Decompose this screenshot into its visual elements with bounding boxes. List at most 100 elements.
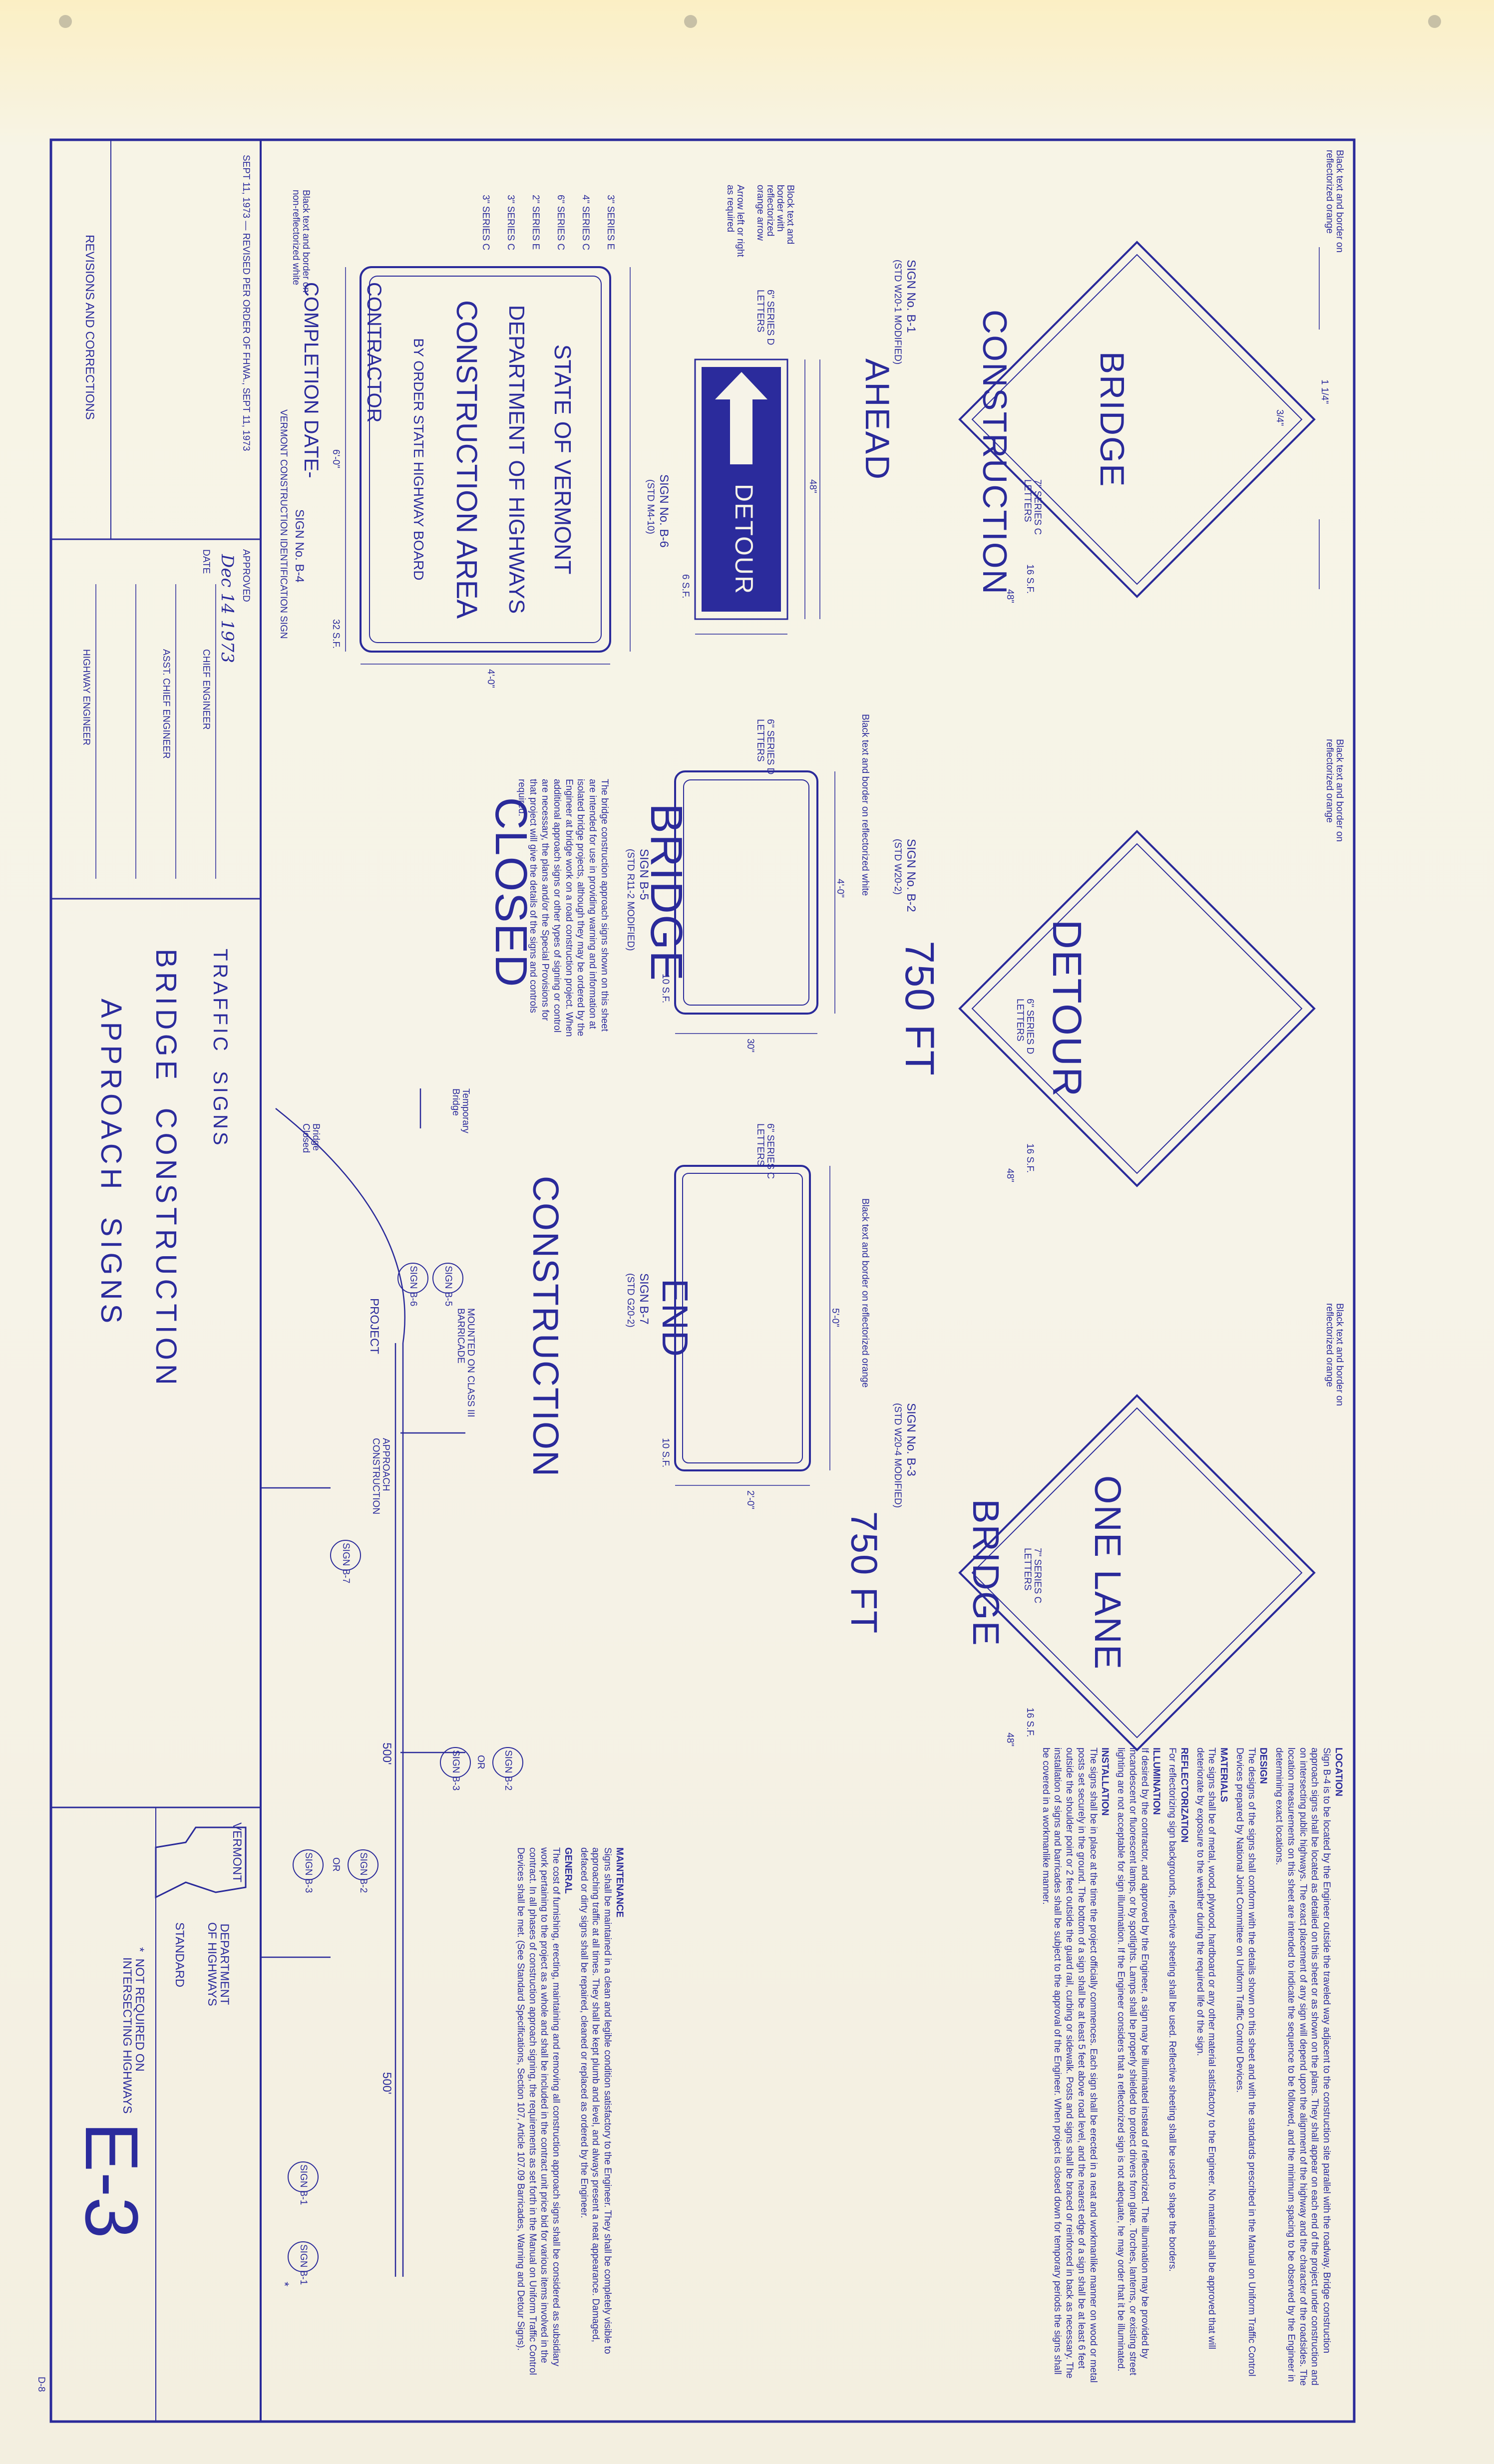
dim-label: 32 S.F.: [331, 619, 341, 649]
sign-line: ONE LANE: [1087, 1475, 1129, 1671]
dim-label: 6 S.F.: [680, 574, 691, 599]
sign-b7-outline: [674, 1165, 811, 1471]
spec-heading: MATERIALS: [1218, 1748, 1229, 1802]
sign-b2-diamond: [958, 830, 1316, 1187]
project-label: PROJECT: [368, 1298, 381, 1355]
diagram-circles: [288, 1263, 523, 2272]
sign-b7-series: 6" SERIES C LETTERS: [755, 1123, 775, 1179]
spec-heading: DESIGN: [1258, 1748, 1269, 1784]
sign-b4-outline: [360, 266, 611, 653]
dim-label: 3/4": [1274, 409, 1285, 426]
sign-line: CONSTRUCTION AREA: [450, 300, 483, 619]
dim-label: 16 S.F.: [1025, 564, 1035, 594]
dim-label: 4'-0": [835, 879, 845, 898]
title-traffic-signs: TRAFFIC SIGNS: [209, 949, 231, 1148]
spec-heading: INSTALLATION: [1100, 1748, 1111, 1816]
sign-b5-caption: SIGN B-5: [637, 849, 651, 900]
spec-text-block-2: MAINTENANCE Signs shall be maintained in…: [514, 1847, 625, 2377]
sheet-number: E-3: [70, 2122, 154, 2239]
sign-b4-caption: SIGN No. B-4: [293, 509, 306, 583]
bridge-closed-label: Bridge Closed: [301, 1123, 321, 1153]
dim-label: 10 S.F.: [660, 974, 671, 1004]
sign-b5-note: Black text and border on reflectorized w…: [860, 714, 870, 896]
spec-heading: REFLECTORIZATION: [1179, 1748, 1189, 1843]
sign-circle-label: SIGN B-5: [443, 1266, 453, 1307]
sign-b1-std: (STD W20-1 MODIFIED): [892, 260, 903, 365]
sign-line: BRIDGE: [965, 1499, 1007, 1647]
series-label: 4" SERIES C: [580, 195, 591, 251]
distance-label: 500': [380, 1743, 393, 1765]
sign-b3-diamond: [958, 1394, 1316, 1752]
spec-body: Signs shall be maintained in a clean and…: [578, 1847, 613, 2354]
dim-label: 16 S.F.: [1025, 1708, 1035, 1738]
sign-circle-label: SIGN B-6: [408, 1266, 418, 1307]
revisions-title: REVISIONS AND CORRECTIONS: [83, 235, 96, 420]
spec-heading: ILLUMINATION: [1151, 1748, 1162, 1815]
sign-b7-text: END CONSTRUCTION: [437, 1176, 782, 1477]
sign-b1-diamond: [958, 241, 1316, 598]
sign-b3-series: 7" SERIES C LETTERS: [1022, 1548, 1043, 1604]
sign-line: DEPARTMENT OF HIGHWAYS: [504, 305, 529, 614]
spec-body: The signs shall be of metal, wood, plywo…: [1194, 1748, 1217, 2350]
sign-circle-label: SIGN B-2: [358, 1852, 369, 1893]
sign-b2-text: DETOUR 750 FT: [796, 894, 1189, 1123]
series-label: 3" SERIES C: [480, 195, 491, 251]
sign-line: BRIDGE: [1093, 351, 1131, 488]
revisions-text: SEPT 11, 1973 — REVISED PER ORDER OF FHW…: [241, 155, 251, 451]
spec-body: If desired by the contractor, and approv…: [1116, 1748, 1150, 2376]
dept-vermont: VERMONT: [230, 1822, 244, 1882]
dim-label: 2'-0": [745, 1490, 755, 1509]
sign-circle-label: SIGN B-2: [503, 1750, 513, 1791]
sign-b7-note: Black text and border on reflectorized o…: [860, 1198, 870, 1388]
sign-b2-std: (STD W20-2): [892, 839, 903, 895]
sign-circle-label: SIGN B-7: [341, 1543, 351, 1584]
dim-label: 30": [745, 1039, 755, 1053]
dim-label: 48": [1005, 589, 1015, 603]
dim-label: 6'-0": [331, 449, 341, 468]
dim-label: 4'-0": [485, 669, 496, 688]
punch-hole: [684, 15, 697, 28]
sign-b2-series: 6" SERIES D LETTERS: [1015, 999, 1035, 1055]
detour-arrow-icon: [715, 372, 767, 464]
sign-b6-outline: [694, 358, 788, 620]
series-label: 6" SERIES C: [555, 195, 566, 251]
vermont-outline: [155, 1826, 247, 1899]
approved-date: Dec 14 1973: [217, 554, 237, 663]
sign-b3-note: Black text and border on reflectorized o…: [1324, 1303, 1345, 1406]
sign-b6-std: (STD M4-10): [645, 479, 656, 534]
corner-code: D-8: [36, 2377, 46, 2392]
sign-b6-note: Block text and border with reflectorized…: [725, 185, 795, 257]
sign-b6-fill: [702, 367, 781, 612]
sign-line: DETOUR: [1044, 919, 1090, 1098]
highway-engineer-label: HIGHWAY ENGINEER: [81, 649, 91, 745]
sign-b6-series: 6" SERIES D LETTERS: [755, 290, 775, 346]
or-label: OR: [475, 1755, 486, 1769]
sign-line: COMPLETION DATE-: [300, 282, 322, 478]
dept-standard: STANDARD: [173, 1922, 186, 1988]
temporary-bridge-label: Temporary Bridge: [450, 1088, 471, 1133]
sign-b3-std: (STD W20-4 MODIFIED): [892, 1403, 903, 1508]
dim-label: 10 S.F.: [660, 1438, 671, 1468]
sign-b5-outline: [674, 770, 818, 1015]
sign-b7-caption: SIGN B-7: [637, 1273, 651, 1325]
sign-line: END: [655, 1278, 695, 1358]
sign-b4-series-list: 3" SERIES E 4" SERIES C 6" SERIES C 2" S…: [480, 195, 616, 251]
spec-heading: MAINTENANCE: [614, 1847, 625, 1918]
punch-hole: [1428, 15, 1441, 28]
spec-heading: LOCATION: [1333, 1748, 1344, 1796]
sign-b2-caption: SIGN No. B-2: [904, 839, 918, 912]
sign-b3-caption: SIGN No. B-3: [904, 1403, 918, 1476]
not-required-note: * NOT REQUIRED ON INTERSECTING HIGHWAYS: [120, 1947, 146, 2114]
sign-circle-label: SIGN B-3: [303, 1852, 314, 1893]
dim-label: 48": [1005, 1733, 1015, 1747]
sign-line: 750 FT: [843, 1511, 885, 1635]
spec-heading: GENERAL: [563, 1847, 573, 1894]
spec-body: The designs of the signs shall conform w…: [1234, 1748, 1257, 2377]
spec-body: For reflectorizing sign backgrounds, ref…: [1167, 1748, 1178, 2272]
sign-b1-note: Black text and border on reflectorized o…: [1324, 150, 1345, 253]
sign-line: 750 FT: [897, 941, 943, 1076]
spec-body: The signs shall be in place at the time …: [1040, 1748, 1099, 2383]
sign-b3-text: ONE LANE BRIDGE 750 FT: [762, 1463, 1209, 1683]
